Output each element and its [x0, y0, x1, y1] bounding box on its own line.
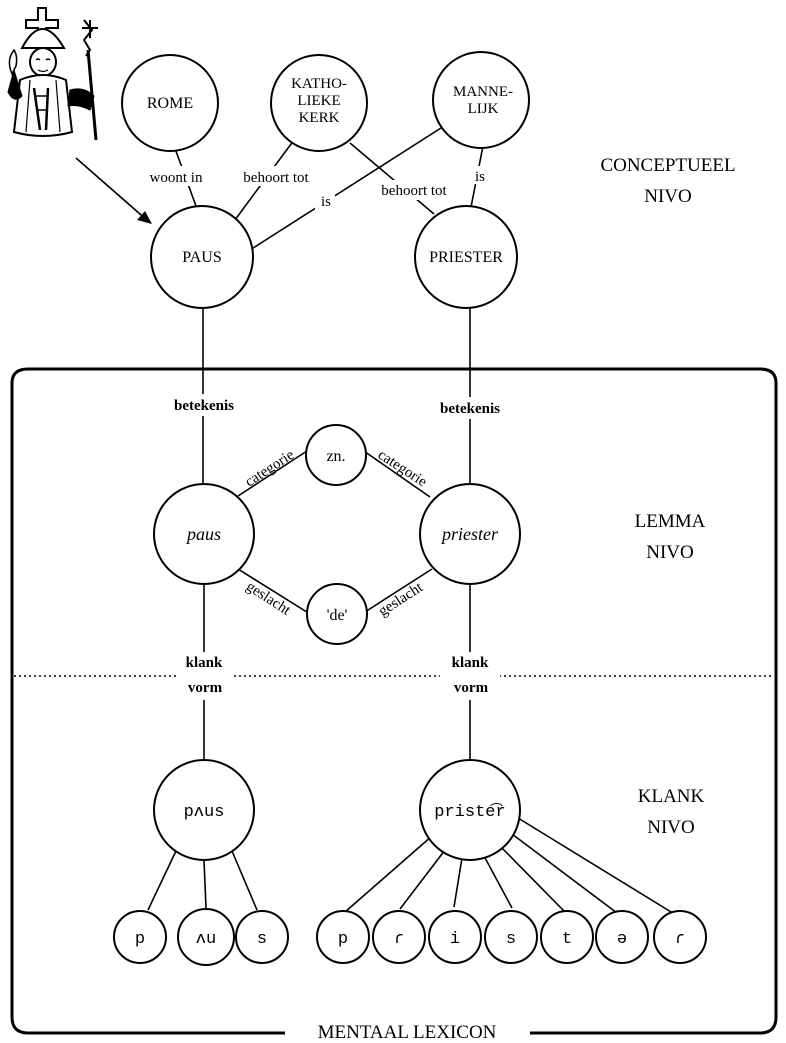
relation-klank-priester: klank [452, 655, 489, 671]
relation-vorm-paus: vorm [188, 680, 223, 696]
lemma-node-paus: paus [153, 483, 255, 585]
segment-node: t [540, 910, 594, 964]
lemma-label-de: 'de' [327, 607, 348, 624]
segment-label: i [450, 930, 460, 949]
relation-vorm-priester: vorm [454, 680, 489, 696]
segment-node: p [316, 910, 370, 964]
lemma-label-paus: paus [185, 524, 221, 544]
concept-label-priester: PRIESTER [429, 249, 503, 266]
lemma-label-priester: priester [440, 524, 499, 544]
relation-is-mannelijk-paus: is [321, 194, 331, 210]
concept-label-rome: ROME [147, 95, 193, 112]
concept-label-kerk-line3: KERK [299, 110, 340, 126]
segment-node: p [113, 910, 167, 964]
segment-label: p [135, 930, 145, 949]
segment-label: s [257, 930, 267, 949]
level-label-sound-line1: KLANK [638, 786, 705, 807]
edge-paus-seg-2 [203, 859, 207, 909]
segment-node: i [428, 910, 482, 964]
relation-betekenis-paus: betekenis [174, 398, 234, 414]
segment-node: s [484, 910, 538, 964]
concept-node-mannelijk: MANNE- LIJK [432, 51, 530, 149]
relation-woont-in: woont in [150, 170, 203, 186]
segment-node: s [235, 910, 289, 964]
edge-priester-seg-1 [344, 835, 433, 913]
edge-priester-seg-4 [483, 855, 513, 909]
segment-node: ə [595, 910, 649, 964]
wordform-label-priester: priste͡r [434, 803, 505, 822]
concept-node-rome: ROME [121, 54, 219, 152]
lemma-label-zn: zn. [326, 448, 345, 465]
segment-label: t [562, 930, 572, 949]
level-label-lemma-line1: LEMMA [635, 511, 706, 532]
segment-label: ɾ [675, 930, 685, 949]
segment-node: ɾ [372, 910, 426, 964]
lemma-node-priester: priester [419, 483, 521, 585]
pope-arrow [75, 157, 149, 222]
lemma-node-zn: zn. [305, 424, 367, 486]
level-label-sound-line2: NIVO [647, 817, 695, 838]
edge-zn-priester [360, 448, 431, 498]
edge-paus-de [237, 568, 311, 615]
concept-label-paus: PAUS [182, 249, 221, 266]
edge-mannelijk-paus [249, 127, 442, 251]
concept-node-paus: PAUS [150, 205, 254, 309]
concept-node-priester: PRIESTER [414, 205, 518, 309]
edge-paus-seg-3 [231, 850, 258, 911]
segment-node: ʌu [177, 908, 235, 966]
segment-label: p [338, 930, 348, 949]
segment-label: s [506, 930, 516, 949]
segment-node: ɾ [653, 910, 707, 964]
edge-paus-zn [237, 448, 311, 497]
concept-label-mannelijk-line1: MANNE- [453, 84, 513, 100]
edge-kerk-priester [349, 142, 435, 215]
mental-lexicon-box [10, 367, 778, 1035]
edge-paus-seg-1 [147, 850, 177, 911]
concept-label-mannelijk-line2: LIJK [468, 101, 499, 117]
relation-betekenis-priester: betekenis [440, 401, 500, 417]
level-label-conceptual-line1: CONCEPTUEEL [600, 155, 735, 176]
relation-categorie-priester: categorie [375, 447, 430, 491]
lemma-node-de: 'de' [306, 583, 368, 645]
relation-behoort-tot-kerk-paus: behoort tot [243, 170, 309, 186]
edge-priester-seg-6 [511, 833, 618, 914]
pope-illustration [7, 7, 98, 141]
mental-lexicon-label: MENTAAL LEXICON [318, 1022, 497, 1043]
edge-priester-seg-3 [453, 857, 463, 908]
segment-label: ʌu [196, 930, 216, 949]
edge-priester-seg-5 [499, 845, 565, 912]
edge-de-priester [364, 568, 433, 613]
relation-categorie-paus: categorie [242, 447, 297, 491]
level-label-conceptual-line2: NIVO [644, 186, 692, 207]
level-label-lemma-line2: NIVO [646, 542, 694, 563]
relation-klank-paus: klank [186, 655, 223, 671]
concept-node-katholieke-kerk: KATHO- LIEKE KERK [270, 54, 368, 152]
edge-priester-seg-2 [399, 849, 446, 910]
segment-label: ə [617, 930, 627, 949]
segment-label: ɾ [394, 930, 404, 949]
arrowhead-icon [137, 211, 152, 224]
relation-is-mannelijk-priester: is [475, 169, 485, 185]
wordform-node-paus: pʌus [153, 759, 255, 861]
wordform-label-paus: pʌus [184, 803, 225, 822]
relation-behoort-tot-kerk-priester: behoort tot [381, 183, 447, 199]
edge-priester-seg-7 [517, 817, 677, 916]
concept-label-kerk-line2: LIEKE [297, 93, 340, 109]
concept-label-kerk-line1: KATHO- [291, 76, 347, 92]
wordform-node-priester: priste͡r [419, 759, 521, 861]
